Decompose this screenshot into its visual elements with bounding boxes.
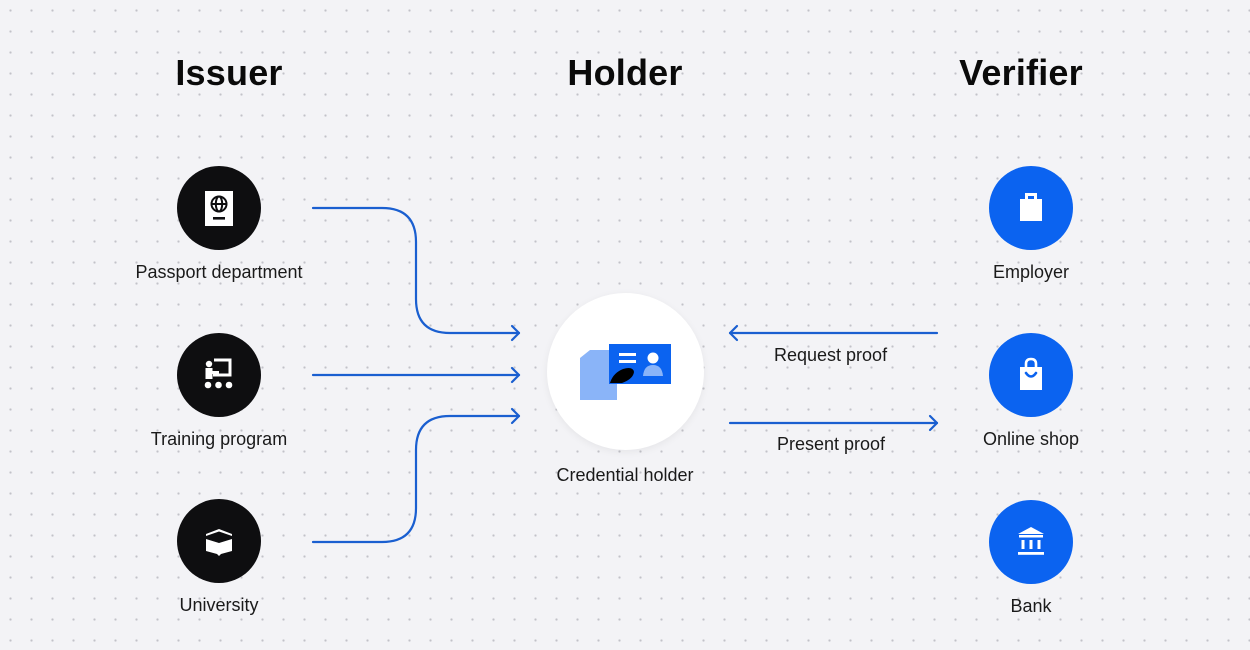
issuer-column-title: Issuer [175,52,283,93]
id-card-icon [580,344,671,400]
issuer-label: University [179,595,259,615]
present-proof-label: Present proof [777,434,886,454]
verifier-employer[interactable]: Employer [931,166,1131,283]
holder-column-title: Holder [567,52,683,93]
verifier-label: Employer [992,262,1070,282]
issuer-training-program[interactable]: Training program [119,333,319,450]
briefcase-icon [989,166,1073,250]
passport-icon [177,166,261,250]
shopping-bag-icon [989,333,1073,417]
holder-label: Credential holder [556,465,694,485]
verifier-label: Bank [1010,596,1052,616]
issuer-label: Passport department [135,262,303,282]
request-proof-label: Request proof [774,345,888,365]
arrow-passport-to-holder [311,206,521,335]
issuer-passport-department[interactable]: Passport department [119,166,319,283]
issuer-label: Training program [150,429,288,449]
issuer-university[interactable]: University [119,499,319,616]
arrow-university-to-holder [311,414,521,544]
verifier-column-title: Verifier [959,52,1083,93]
presentation-icon [177,333,261,417]
bank-icon [989,500,1073,584]
book-icon [177,499,261,583]
verifier-bank[interactable]: Bank [931,500,1131,617]
verifier-online-shop[interactable]: Online shop [931,333,1131,450]
credential-holder-circle[interactable] [547,293,704,450]
verifier-label: Online shop [982,429,1080,449]
